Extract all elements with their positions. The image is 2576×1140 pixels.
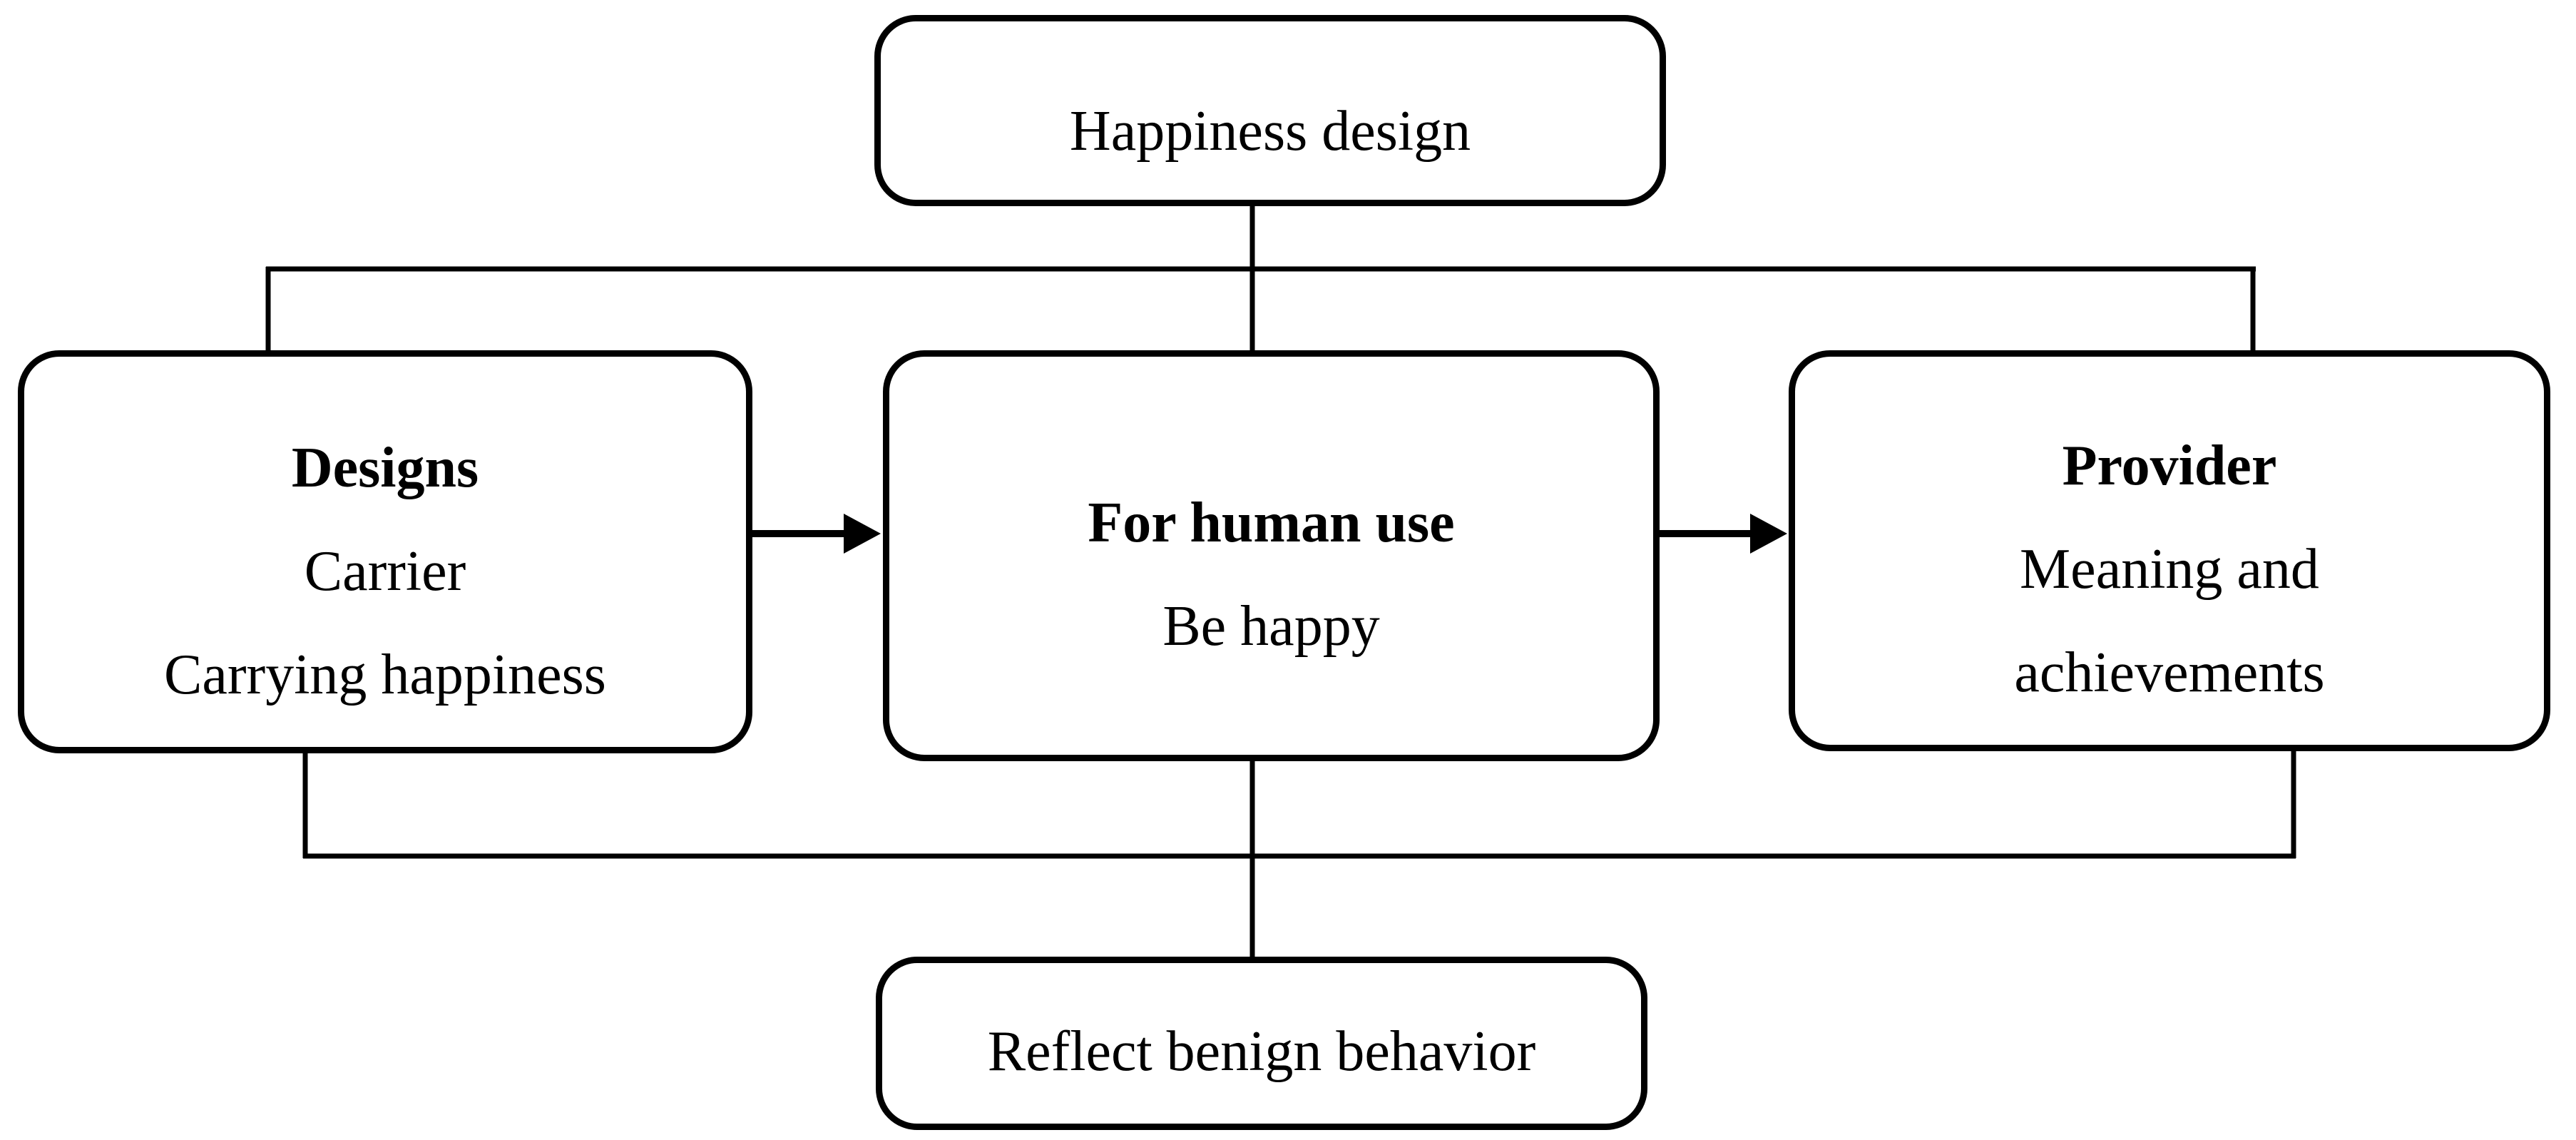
node-designs-heading: Designs bbox=[291, 437, 479, 499]
node-happiness-design-label: Happiness design bbox=[1069, 99, 1471, 163]
node-designs-line-carrying-happiness: Carrying happiness bbox=[164, 643, 606, 706]
node-for-human-use-line-be-happy: Be happy bbox=[1162, 595, 1380, 658]
node-provider-heading: Provider bbox=[2062, 434, 2277, 497]
node-provider: Provider Meaning and achievements bbox=[1789, 350, 2550, 751]
node-provider-line-achievements: achievements bbox=[2014, 641, 2325, 704]
node-provider-line-meaning-and: Meaning and bbox=[2020, 537, 2319, 601]
node-for-human-use-heading: For human use bbox=[1088, 492, 1455, 554]
arrow-left-to-center-head bbox=[844, 514, 881, 554]
node-reflect-benign-behavior: Reflect benign behavior bbox=[876, 957, 1647, 1130]
node-for-human-use: For human use Be happy bbox=[883, 350, 1660, 761]
node-designs-line-carrier: Carrier bbox=[304, 540, 466, 603]
node-designs: Designs Carrier Carrying happiness bbox=[18, 350, 752, 753]
arrow-center-to-right-head bbox=[1750, 514, 1787, 554]
node-reflect-benign-behavior-label: Reflect benign behavior bbox=[987, 1020, 1536, 1083]
node-happiness-design: Happiness design bbox=[874, 15, 1666, 206]
